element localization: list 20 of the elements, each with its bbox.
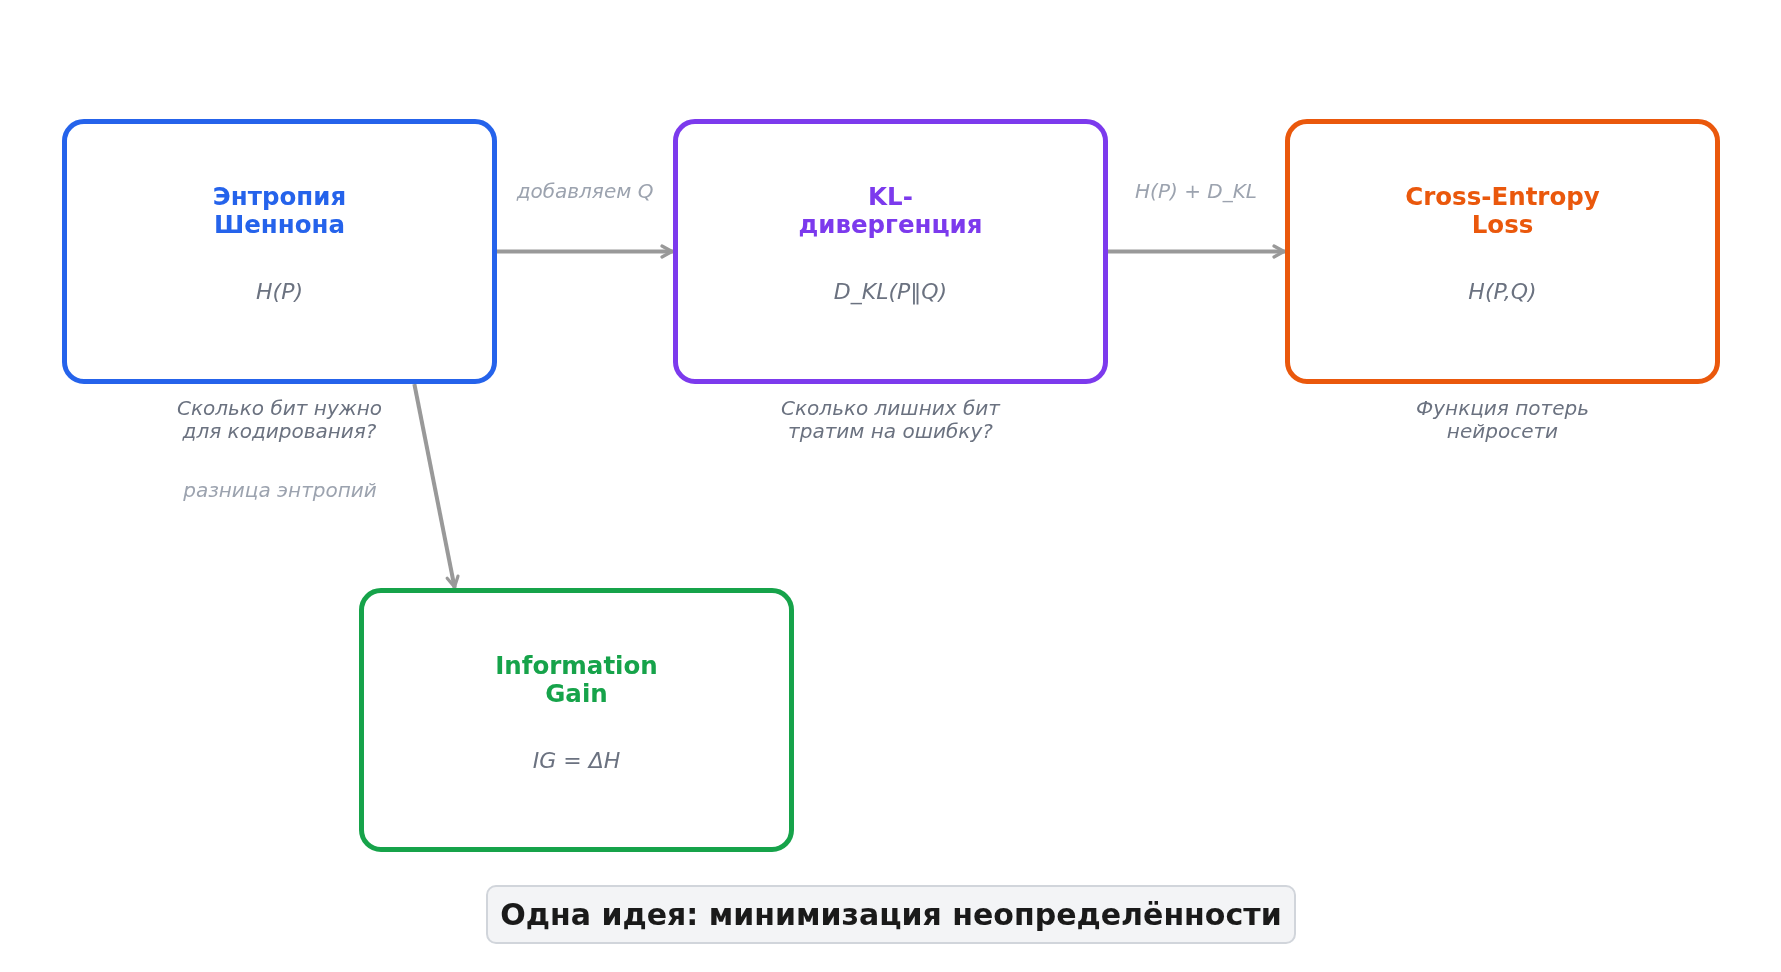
arrow bbox=[412, 383, 460, 589]
box-caption: Функция потерь нейросети bbox=[1416, 396, 1589, 443]
concept-box bbox=[62, 119, 497, 384]
concept-box bbox=[1285, 119, 1720, 384]
formula-text: H(P) bbox=[256, 279, 303, 304]
box-title: Энтропия Шеннона bbox=[212, 182, 347, 239]
formula-text: D_KL(P‖Q) bbox=[833, 279, 948, 304]
box-title: Information Gain bbox=[495, 651, 658, 708]
concept-box bbox=[673, 119, 1108, 384]
summary-text: Одна идея: минимизация неопределённости bbox=[500, 896, 1282, 933]
arrow bbox=[497, 244, 674, 259]
box-caption: Сколько бит нужно для кодирования? bbox=[176, 396, 383, 443]
box-title: Cross-Entropy Loss bbox=[1405, 182, 1600, 239]
concept-box bbox=[359, 588, 794, 852]
box-title: KL-дивергенция bbox=[798, 182, 983, 239]
arrow bbox=[1108, 244, 1286, 259]
formula-text: H(P,Q) bbox=[1468, 279, 1537, 304]
formula-text: IG = ΔH bbox=[532, 748, 621, 773]
summary-banner bbox=[486, 885, 1296, 944]
box-caption: Сколько лишних бит тратим на ошибку? bbox=[781, 396, 1000, 443]
